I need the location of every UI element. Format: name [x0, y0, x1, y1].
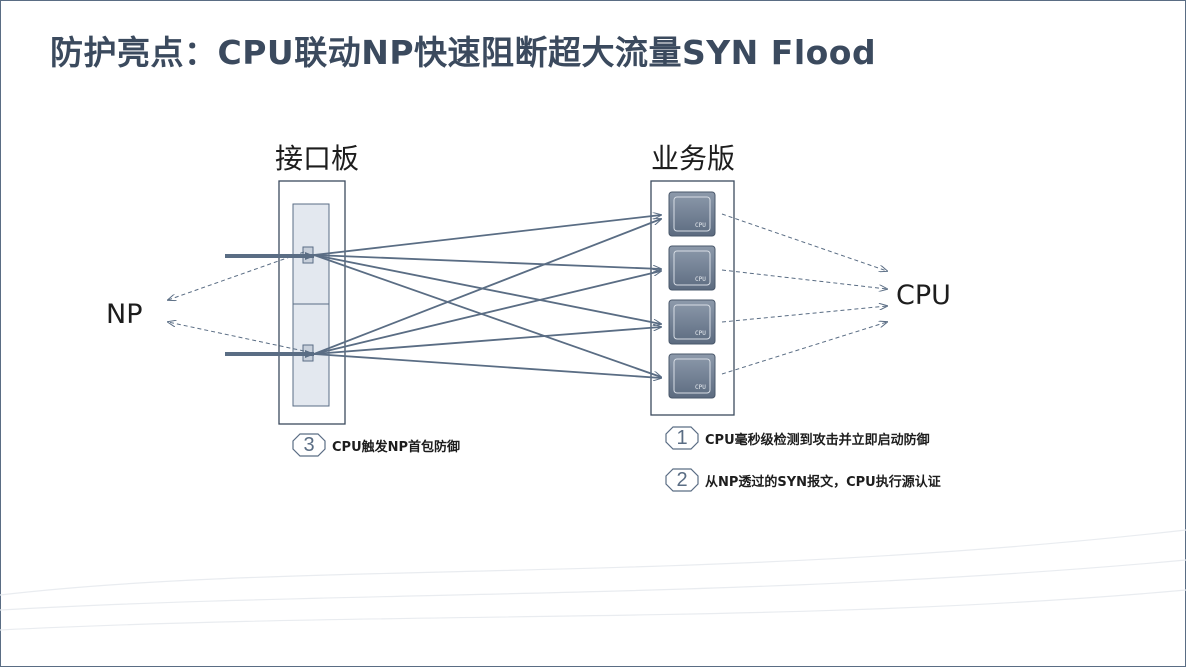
chip-text: CPU [695, 330, 706, 337]
note-2: 2 从NP透过的SYN报文，CPU执行源认证 [665, 468, 941, 492]
octagon-badge-icon: 1 [665, 426, 699, 450]
np-label: NP [106, 299, 143, 330]
chip-text: CPU [695, 222, 706, 229]
octagon-badge-icon: 2 [665, 468, 699, 492]
note-text: CPU触发NP首包防御 [332, 439, 461, 455]
note-1: 1 CPU毫秒级检测到攻击并立即启动防御 [665, 426, 930, 450]
cpu-chip-4: CPU [668, 353, 716, 399]
cpu-chip-1: CPU [668, 191, 716, 237]
note-text: CPU毫秒级检测到攻击并立即启动防御 [705, 432, 930, 448]
distribution-arrows-upper [313, 215, 661, 377]
note-3: 3 CPU触发NP首包防御 [292, 433, 460, 457]
distribution-arrows-lower [313, 219, 661, 378]
service-board-label: 业务版 [651, 142, 736, 175]
np-feedback-arrows [168, 251, 305, 352]
slide-title: 防护亮点：CPU联动NP快速阻断超大流量SYN Flood [50, 33, 877, 72]
cpu-chip-2: CPU [668, 245, 716, 291]
note-text: 从NP透过的SYN报文，CPU执行源认证 [705, 474, 941, 490]
chip-text: CPU [695, 276, 706, 283]
interface-board-label: 接口板 [275, 142, 360, 175]
chip-text: CPU [695, 384, 706, 391]
octagon-badge-icon: 3 [292, 433, 326, 457]
background-waves [0, 529, 1186, 631]
cpu-chip-3: CPU [668, 299, 716, 345]
cpu-label: CPU [896, 280, 951, 311]
cpu-convergence-arrows [721, 213, 887, 375]
